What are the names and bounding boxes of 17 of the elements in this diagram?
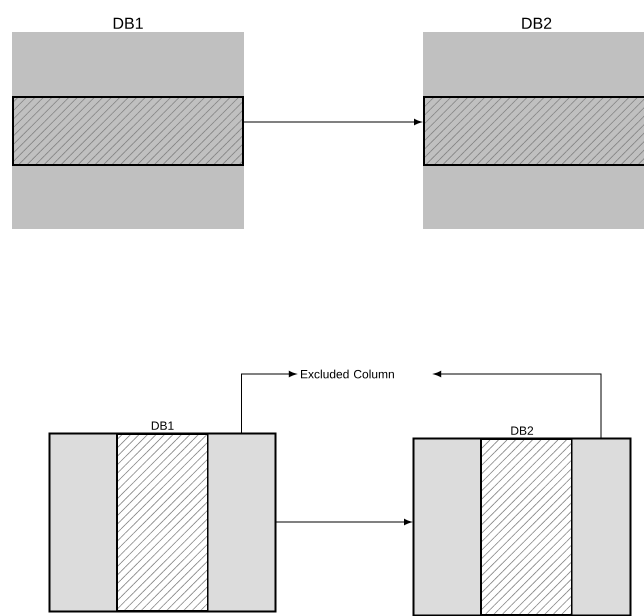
hatched-band [116,433,209,612]
block-title: DB1 [114,18,143,29]
arrow [241,370,296,434]
column-block [572,438,630,616]
hatched-band [480,438,573,616]
block-title: DB2 [522,18,552,29]
arrow [244,118,422,126]
hatched-band [12,96,244,166]
arrow [276,518,412,526]
column-block [208,434,276,612]
hatched-band [423,96,644,166]
callout-text: Excluded Column [301,370,394,378]
column-block [50,434,118,612]
arrow [434,370,602,440]
block-title: DB2 [511,426,534,435]
block-title: DB1 [152,422,174,430]
column-block [414,438,482,616]
